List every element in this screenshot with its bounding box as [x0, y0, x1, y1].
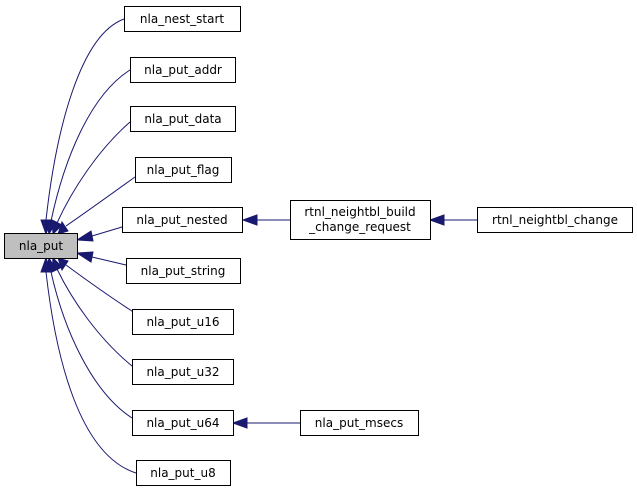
edge-put-u32-to-root	[51, 256, 133, 367]
node-nla-put-addr[interactable]: nla_put_addr	[130, 57, 236, 83]
node-nla-put-u16[interactable]: nla_put_u16	[132, 309, 234, 335]
node-nla-put-u8[interactable]: nla_put_u8	[136, 460, 231, 486]
node-label: nla_put_string	[141, 264, 226, 278]
edge-put-addr-to-root	[45, 69, 131, 236]
edge-put-msecs-to-put-u64	[231, 417, 300, 429]
node-label: nla_put	[19, 239, 64, 253]
node-nla-put-flag[interactable]: nla_put_flag	[135, 157, 232, 183]
node-label: nla_put_u32	[146, 365, 219, 379]
node-nla-put-string[interactable]: nla_put_string	[126, 258, 241, 284]
edge-put-u8-to-root	[40, 256, 137, 474]
edge-put-flag-to-root	[57, 176, 136, 235]
edge-put-data-to-root	[51, 121, 131, 236]
edge-build-change-to-put-nested	[241, 214, 290, 226]
node-nla-put-data[interactable]: nla_put_data	[130, 106, 236, 132]
node-label: nla_put_data	[144, 112, 221, 126]
edge-put-u16-to-root	[57, 257, 136, 314]
edge-change-to-build-change	[428, 214, 477, 226]
node-nla-put-u64[interactable]: nla_put_u64	[132, 410, 234, 436]
node-label-line1: rtnl_neightbl_build	[304, 205, 415, 219]
node-nla-put[interactable]: nla_put	[4, 233, 78, 259]
node-label: nla_put_u16	[146, 315, 219, 329]
node-label: nla_nest_start	[140, 12, 224, 26]
node-nla-put-u32[interactable]: nla_put_u32	[132, 359, 234, 385]
node-label: nla_put_msecs	[315, 416, 403, 430]
node-label: nla_put_flag	[147, 163, 220, 177]
node-nla-put-msecs[interactable]: nla_put_msecs	[300, 410, 419, 436]
node-rtnl-neightbl-change[interactable]: rtnl_neightbl_change	[477, 207, 633, 233]
edge-nest-start-to-root	[40, 18, 125, 236]
node-nla-nest-start[interactable]: nla_nest_start	[124, 6, 241, 32]
node-label: nla_put_u8	[150, 466, 215, 480]
node-label: rtnl_neightbl_change	[492, 213, 618, 227]
node-label: nla_put_nested	[136, 213, 227, 227]
node-rtnl-neightbl-build-change-request[interactable]: rtnl_neightbl_build _change_request	[290, 200, 431, 240]
node-label-line2: _change_request	[308, 220, 411, 234]
edge-put-string-to-root	[75, 251, 127, 266]
node-nla-put-nested[interactable]: nla_put_nested	[122, 207, 243, 233]
node-label: nla_put_addr	[144, 63, 222, 77]
node-label: nla_put_u64	[146, 416, 219, 430]
edge-put-nested-to-root	[75, 226, 123, 242]
